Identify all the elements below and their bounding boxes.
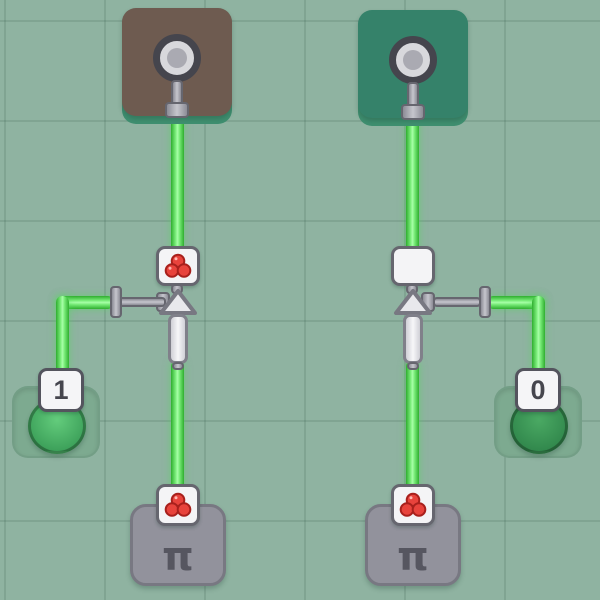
wire-segment bbox=[406, 360, 419, 508]
pi-symbol: π bbox=[162, 534, 194, 580]
lamp-connector-nub bbox=[165, 102, 189, 118]
valve-arrow-icon bbox=[159, 289, 197, 315]
lamp-node[interactable] bbox=[122, 8, 232, 118]
wire-segment bbox=[171, 360, 184, 508]
wire-segment bbox=[487, 296, 545, 309]
source-chip[interactable] bbox=[156, 484, 200, 526]
cherries-icon bbox=[164, 253, 192, 278]
input-value-label: 1 bbox=[53, 374, 69, 405]
pipe bbox=[433, 297, 481, 307]
wire-segment bbox=[56, 296, 69, 374]
cherries-icon bbox=[399, 492, 427, 517]
input-value-box[interactable]: 1 bbox=[38, 368, 84, 412]
pi-symbol: π bbox=[397, 534, 429, 580]
input-value-box[interactable]: 0 bbox=[515, 368, 561, 412]
valve-body[interactable] bbox=[403, 314, 423, 364]
valve-nub bbox=[172, 362, 184, 370]
lamp-connector-nub bbox=[401, 104, 425, 120]
pipe-flange bbox=[110, 286, 122, 318]
gate-chip[interactable] bbox=[391, 246, 435, 286]
gate-chip[interactable] bbox=[156, 246, 200, 286]
input-value-label: 0 bbox=[530, 374, 546, 405]
pi-source-block[interactable]: π bbox=[365, 504, 461, 586]
lamp-ring-center bbox=[403, 50, 423, 70]
lamp-ring bbox=[389, 36, 437, 84]
cherries-icon bbox=[164, 492, 192, 517]
valve-nub bbox=[407, 362, 419, 370]
wire-segment bbox=[171, 112, 184, 254]
lamp-ring-center bbox=[167, 48, 187, 68]
wire-segment bbox=[406, 112, 419, 254]
wire-segment bbox=[532, 296, 545, 374]
lamp-node[interactable] bbox=[358, 10, 468, 120]
pipe-flange bbox=[479, 286, 491, 318]
source-chip[interactable] bbox=[391, 484, 435, 526]
valve-arrow-icon bbox=[394, 289, 432, 315]
lamp-ring bbox=[153, 34, 201, 82]
wire-segment bbox=[56, 296, 114, 309]
